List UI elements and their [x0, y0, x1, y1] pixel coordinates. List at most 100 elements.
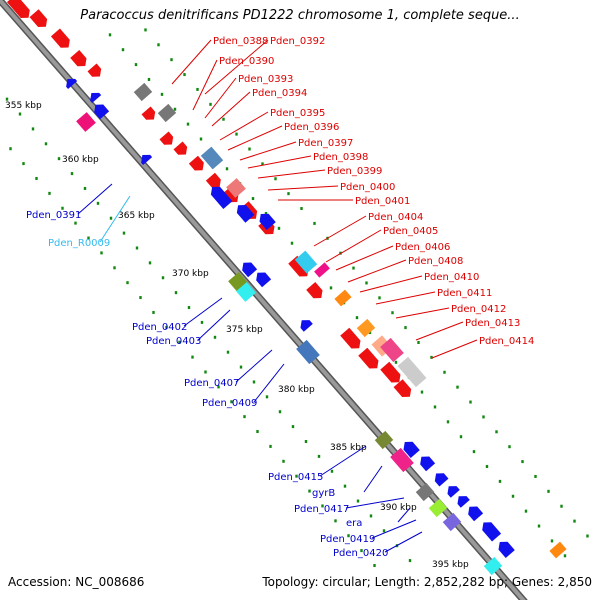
feature-block[interactable] — [236, 282, 256, 302]
gene-shape[interactable] — [50, 28, 73, 52]
reverse-gene[interactable] — [495, 538, 515, 558]
reverse-gene-label[interactable]: Pden_R0009 — [48, 238, 110, 249]
reverse-gene[interactable] — [138, 151, 153, 165]
reverse-gene[interactable] — [444, 482, 460, 498]
reverse-gene-label[interactable]: gyrB — [312, 488, 335, 499]
reverse-gene[interactable] — [400, 438, 420, 458]
reverse-gene[interactable] — [253, 269, 272, 288]
forward-gene-label[interactable]: Pden_0390 — [219, 56, 274, 67]
gene-shape[interactable] — [288, 255, 311, 280]
forward-gene-label[interactable]: Pden_0392 — [270, 36, 325, 47]
feature-block[interactable] — [356, 318, 376, 338]
forward-gene-label[interactable]: Pden_0401 — [355, 196, 410, 207]
reverse-gene[interactable] — [465, 503, 484, 522]
forward-gene[interactable] — [380, 361, 403, 386]
feature-block[interactable] — [483, 556, 503, 576]
gene-shape[interactable] — [205, 172, 224, 191]
gene-shape[interactable] — [63, 75, 78, 89]
reverse-gene[interactable] — [239, 259, 258, 278]
gene-shape[interactable] — [400, 438, 420, 458]
feature-shape[interactable] — [200, 146, 224, 170]
feature-block[interactable] — [397, 356, 427, 388]
feature-shape[interactable] — [226, 178, 246, 198]
feature-block[interactable] — [294, 250, 318, 274]
feature-block[interactable] — [549, 541, 567, 559]
forward-gene[interactable] — [6, 0, 33, 22]
feature-shape[interactable] — [428, 498, 448, 518]
gene-shape[interactable] — [340, 327, 363, 352]
reverse-gene-label[interactable]: Pden_0419 — [320, 534, 375, 545]
reverse-gene[interactable] — [63, 75, 78, 89]
feature-shape[interactable] — [415, 482, 435, 502]
feature-shape[interactable] — [133, 82, 153, 102]
gene-shape[interactable] — [297, 316, 313, 332]
forward-gene-label[interactable]: Pden_0405 — [383, 226, 438, 237]
gene-shape[interactable] — [454, 492, 470, 508]
forward-gene-label[interactable]: Pden_0400 — [340, 182, 395, 193]
forward-gene-label[interactable]: Pden_0394 — [252, 88, 307, 99]
feature-block[interactable] — [76, 112, 96, 132]
gene-shape[interactable] — [87, 89, 102, 103]
feature-block[interactable] — [415, 482, 435, 502]
gene-shape[interactable] — [432, 470, 449, 487]
feature-shape[interactable] — [157, 103, 177, 123]
feature-shape[interactable] — [483, 556, 503, 576]
feature-shape[interactable] — [397, 356, 427, 388]
feature-shape[interactable] — [294, 250, 318, 274]
forward-gene[interactable] — [288, 255, 311, 280]
gene-shape[interactable] — [256, 210, 276, 230]
reverse-gene-label[interactable]: Pden_0417 — [294, 504, 349, 515]
reverse-gene[interactable] — [234, 201, 255, 223]
reverse-gene[interactable] — [208, 183, 233, 209]
forward-gene-label[interactable]: Pden_0410 — [424, 272, 479, 283]
gene-shape[interactable] — [208, 183, 233, 209]
reverse-gene[interactable] — [87, 89, 102, 103]
reverse-gene[interactable] — [91, 101, 110, 120]
feature-block[interactable] — [200, 146, 224, 170]
feature-block[interactable] — [334, 289, 352, 307]
gene-shape[interactable] — [6, 0, 33, 22]
forward-gene[interactable] — [205, 172, 224, 191]
feature-block[interactable] — [390, 447, 414, 473]
forward-gene-label[interactable]: Pden_0399 — [327, 166, 382, 177]
feature-shape[interactable] — [314, 262, 330, 278]
gene-shape[interactable] — [29, 9, 51, 30]
gene-shape[interactable] — [444, 482, 460, 498]
feature-shape[interactable] — [356, 318, 376, 338]
gene-shape[interactable] — [173, 141, 191, 159]
feature-shape[interactable] — [334, 289, 352, 307]
forward-gene[interactable] — [358, 347, 381, 372]
forward-gene[interactable] — [70, 50, 90, 70]
forward-gene-label[interactable]: Pden_0408 — [408, 256, 463, 267]
feature-shape[interactable] — [76, 112, 96, 132]
gene-shape[interactable] — [87, 63, 105, 81]
reverse-gene[interactable] — [297, 316, 313, 332]
gene-shape[interactable] — [141, 106, 159, 124]
gene-shape[interactable] — [465, 503, 484, 522]
forward-gene[interactable] — [159, 131, 177, 149]
gene-shape[interactable] — [479, 519, 502, 542]
forward-gene-label[interactable]: Pden_0412 — [451, 304, 506, 315]
reverse-gene[interactable] — [417, 453, 436, 472]
forward-gene-label[interactable]: Pden_0413 — [465, 318, 520, 329]
reverse-gene-label[interactable]: Pden_0403 — [146, 336, 201, 347]
gene-shape[interactable] — [417, 453, 436, 472]
gene-shape[interactable] — [495, 538, 515, 558]
gene-shape[interactable] — [159, 131, 177, 149]
forward-gene-label[interactable]: Pden_0414 — [479, 336, 534, 347]
reverse-gene[interactable] — [432, 470, 449, 487]
forward-gene-label[interactable]: Pden_0393 — [238, 74, 293, 85]
reverse-gene-label[interactable]: Pden_0409 — [202, 398, 257, 409]
gene-shape[interactable] — [188, 155, 207, 174]
gene-shape[interactable] — [239, 259, 258, 278]
forward-gene[interactable] — [340, 327, 363, 352]
feature-shape[interactable] — [442, 512, 462, 532]
reverse-gene-label[interactable]: era — [346, 518, 362, 529]
feature-block[interactable] — [226, 178, 246, 198]
gene-shape[interactable] — [70, 50, 90, 70]
feature-block[interactable] — [380, 337, 404, 363]
reverse-gene-label[interactable]: Pden_0391 — [26, 210, 81, 221]
feature-shape[interactable] — [236, 282, 256, 302]
forward-gene[interactable] — [306, 282, 326, 302]
